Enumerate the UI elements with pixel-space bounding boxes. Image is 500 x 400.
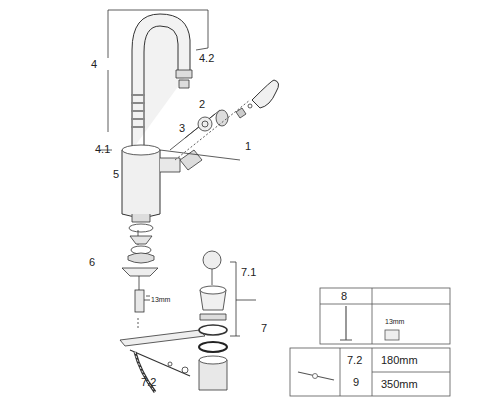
callout-number: 13mm bbox=[384, 318, 405, 326]
callout-number: 13mm bbox=[150, 296, 171, 304]
callout-number: 2 bbox=[198, 98, 206, 110]
callout-number: 7 bbox=[260, 322, 268, 334]
callout-number: 7.1 bbox=[240, 266, 257, 278]
callout-number: 1 bbox=[244, 140, 252, 152]
callout-number: 4.1 bbox=[94, 143, 111, 155]
callout-number: 7.2 bbox=[346, 354, 363, 366]
callout-number: 3 bbox=[178, 122, 186, 134]
callout-number: 4.2 bbox=[198, 52, 215, 64]
callout-number: 180mm bbox=[380, 354, 419, 366]
callout-number: 6 bbox=[88, 256, 96, 268]
callout-number: 8 bbox=[340, 290, 348, 302]
callout-number: 9 bbox=[352, 376, 360, 388]
callout-number: 5 bbox=[112, 168, 120, 180]
callout-number: 4 bbox=[90, 58, 98, 70]
callout-number: 7.2 bbox=[140, 376, 157, 388]
callout-number: 350mm bbox=[380, 378, 419, 390]
